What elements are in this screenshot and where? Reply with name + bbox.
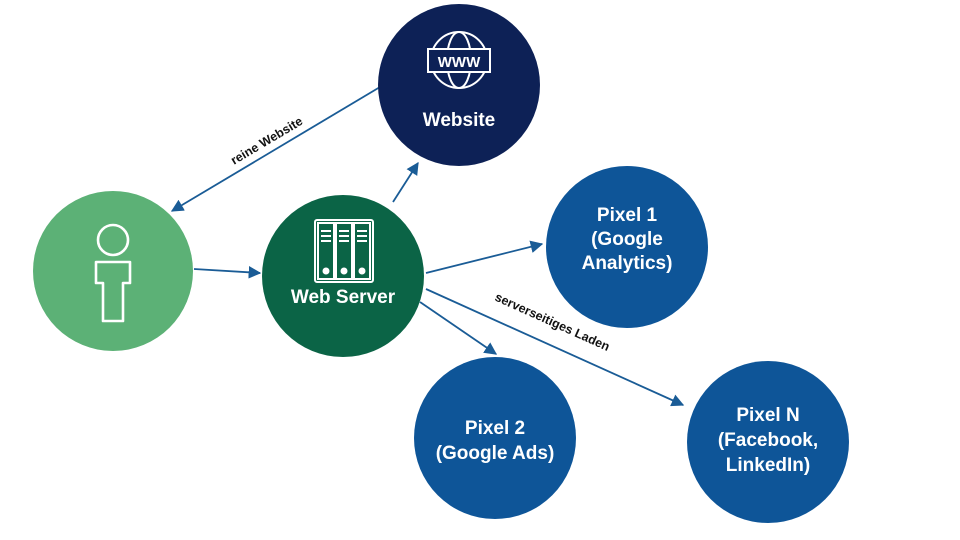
server-rack-icon (314, 219, 374, 283)
edge-server-to-pixelN (425, 288, 685, 407)
node-pixel-1[interactable]: Pixel 1 (Google Analytics) (546, 166, 708, 328)
node-pixel-2-line-1: Pixel 2 (465, 418, 525, 439)
globe-www-text: WWW (438, 54, 481, 71)
node-web-server[interactable]: Web Server (262, 195, 424, 357)
person-icon (94, 223, 132, 323)
node-website[interactable]: WWW Website (378, 4, 540, 166)
node-pixel-1-line-2: (Google (591, 229, 663, 250)
edge-user-to-server (193, 266, 262, 279)
globe-www-icon (427, 31, 491, 89)
edges (170, 86, 685, 407)
node-pixel-n-line-3: LinkedIn) (726, 455, 810, 476)
node-pixel-1-line-1: Pixel 1 (597, 205, 658, 226)
node-pixel-2-line-2: (Google Ads) (436, 443, 555, 464)
node-pixel-n[interactable]: Pixel N (Facebook, LinkedIn) (687, 361, 849, 523)
edge-server-to-website (392, 161, 419, 203)
node-website-label: Website (423, 110, 496, 131)
edge-server-to-pixel2 (419, 301, 498, 355)
node-pixel-2-circle (414, 357, 576, 519)
node-pixel-1-line-3: Analytics) (582, 253, 673, 274)
node-pixel-n-line-2: (Facebook, (718, 430, 818, 451)
node-user[interactable] (33, 191, 193, 351)
node-website-circle (378, 4, 540, 166)
node-web-server-label: Web Server (291, 287, 396, 308)
node-pixel-n-circle (687, 361, 849, 523)
node-web-server-circle (262, 195, 424, 357)
edge-website-to-user (170, 86, 381, 212)
node-pixel-2[interactable]: Pixel 2 (Google Ads) (414, 357, 576, 519)
node-user-circle (33, 191, 193, 351)
edge-server-to-pixel1 (425, 240, 544, 274)
edge-label-reine-website: reine Website (228, 114, 305, 168)
node-pixel-1-circle (546, 166, 708, 328)
node-pixel-n-line-1: Pixel N (736, 405, 799, 426)
